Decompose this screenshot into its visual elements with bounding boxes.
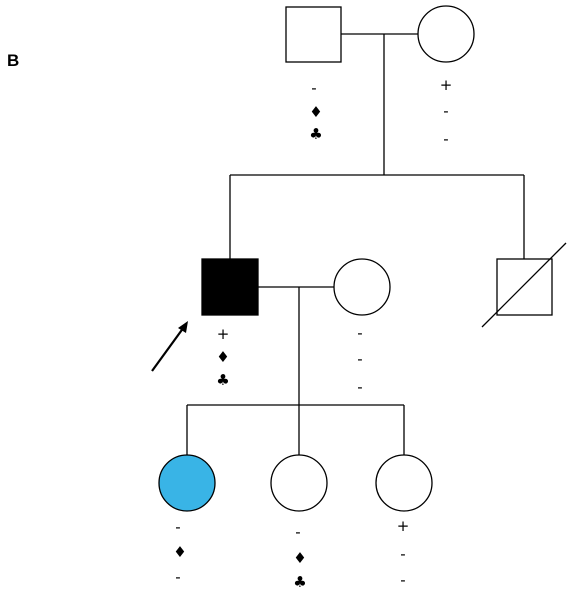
marker-label: -	[175, 518, 180, 536]
individual-iii2-female-symbol	[270, 454, 328, 512]
marker-label: -	[400, 545, 405, 563]
marker-label: -	[311, 79, 316, 97]
marker-label: ♦	[216, 348, 229, 366]
individual-i2-markers: + - -	[440, 76, 453, 148]
marker-label: -	[175, 568, 180, 586]
individual-iii1-highlighted-female-symbol	[158, 454, 216, 512]
individual-iii3-markers: + - -	[397, 517, 410, 589]
marker-label: +	[397, 517, 410, 535]
marker-label: +	[440, 76, 453, 94]
individual-i2-female-symbol	[417, 5, 475, 63]
marker-label: -	[357, 378, 362, 396]
individual-i1-markers: - ♦ ♣	[309, 79, 322, 143]
deceased-slash	[481, 242, 567, 328]
marker-label: ♣	[293, 573, 306, 591]
marker-label: ♦	[309, 103, 322, 121]
individual-iii3-female-symbol	[375, 454, 433, 512]
marker-label: -	[400, 571, 405, 589]
marker-label: ♣	[216, 371, 229, 389]
individual-ii3-deceased-male-symbol	[496, 258, 553, 316]
proband-arrow-head	[178, 321, 188, 333]
marker-label: ♦	[293, 549, 306, 567]
marker-label: -	[357, 324, 362, 342]
marker-label: -	[443, 130, 448, 148]
marker-label: -	[443, 102, 448, 120]
marker-label: ♣	[309, 125, 322, 143]
marker-label: -	[357, 350, 362, 368]
individual-i1-male-symbol	[285, 6, 342, 63]
individual-ii1-affected-male-symbol	[201, 258, 259, 316]
marker-label: -	[295, 523, 300, 541]
individual-ii2-female-symbol	[333, 258, 391, 316]
individual-iii2-markers: - ♦ ♣	[293, 523, 306, 591]
proband-arrow	[151, 321, 188, 372]
marker-label: ♦	[173, 543, 186, 561]
panel-label: B	[7, 51, 19, 70]
individual-ii2-markers: - - -	[357, 324, 362, 396]
marker-label: +	[217, 325, 230, 343]
individual-iii1-markers: - ♦ -	[173, 518, 186, 586]
pedigree-lines	[186, 33, 525, 455]
individual-ii1-markers: + ♦ ♣	[216, 325, 229, 389]
